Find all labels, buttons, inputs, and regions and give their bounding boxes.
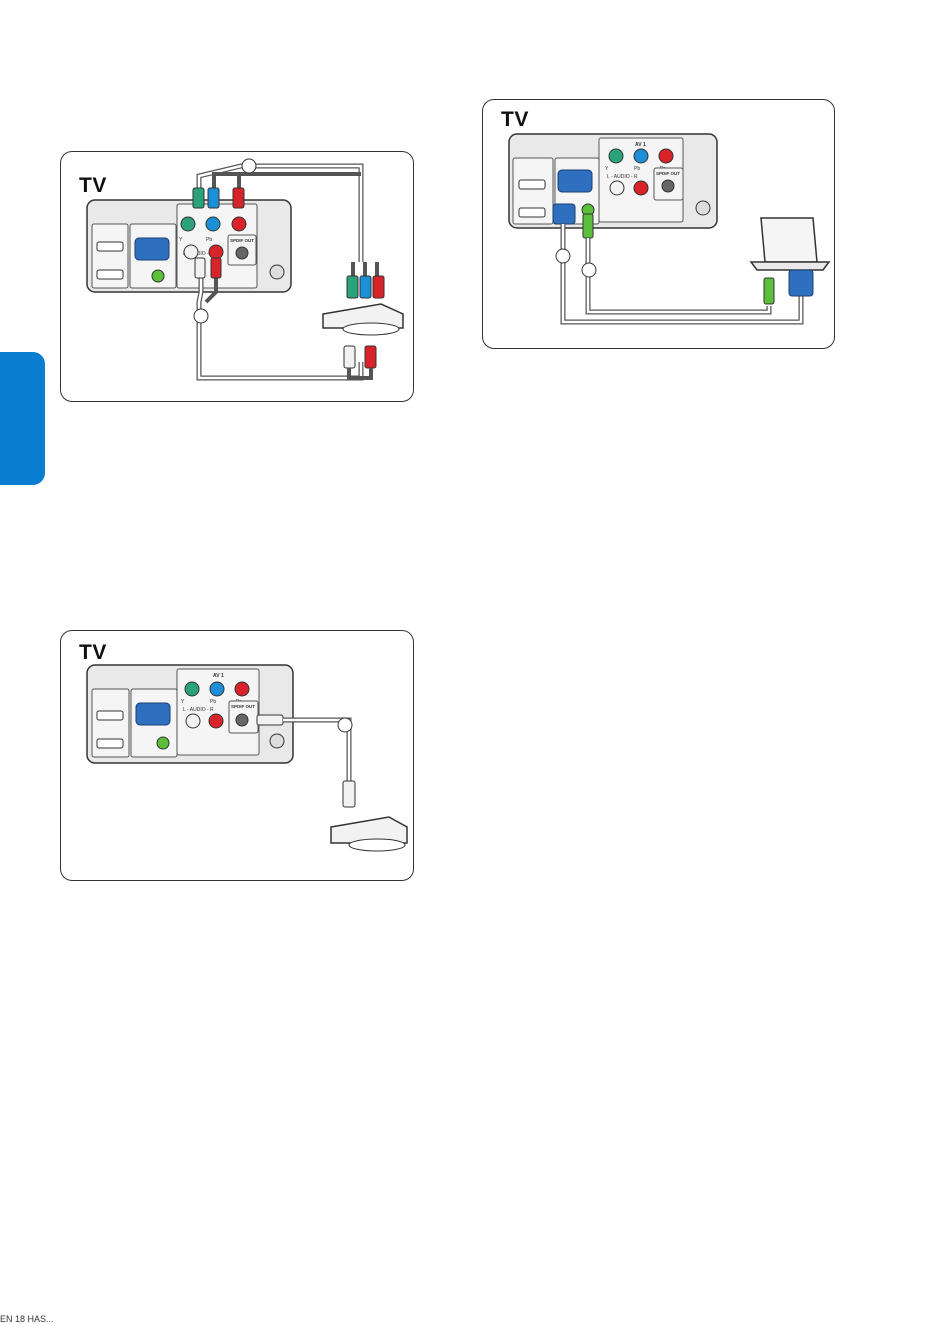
plug-y: [193, 188, 204, 208]
pb-label: Pb: [210, 699, 216, 705]
y-port: [181, 217, 195, 231]
callout-1: [556, 249, 570, 263]
callout-2: [582, 263, 596, 277]
y-port: [185, 682, 199, 696]
vga-plug: [553, 204, 575, 224]
plug-pb: [208, 188, 219, 208]
hdmi-port-2: [519, 208, 545, 217]
audio-l-port: [186, 714, 200, 728]
audio-label: L - AUDIO - R: [607, 174, 638, 180]
pr-port: [659, 149, 673, 163]
pb-label: Pb: [634, 166, 640, 172]
spdif-label: SPDIF OUT: [231, 704, 255, 709]
spdif-port: [236, 714, 248, 726]
device-spdif-plug: [343, 781, 355, 807]
laptop-vga-plug: [789, 270, 813, 296]
callout-1: [242, 159, 256, 173]
av-group-label: AV 1: [213, 673, 224, 679]
spdif-port: [662, 180, 674, 192]
pr-port: [232, 217, 246, 231]
y-port: [609, 149, 623, 163]
hdmi-port-2: [97, 739, 123, 748]
pc-audio-plug: [583, 214, 593, 238]
pb-port: [634, 149, 648, 163]
device-plug-pr: [373, 276, 384, 298]
audio-label: L - AUDIO - R: [183, 707, 214, 713]
panel-pc-connection: TV AV 1 Y Pb Pr L - AUDIO - R SPDIF OUT: [482, 99, 835, 349]
component-diagram: Y Pb Pr L - AUDIO - R SPDIF OUT: [61, 152, 415, 403]
panel-spdif-connection: TV AV 1 Y Pb Pr L - AUDIO - R SPDIF OUT: [60, 630, 414, 881]
spdif-label: SPDIF OUT: [656, 171, 680, 176]
device-plug-audio-l: [344, 346, 355, 368]
audio-r-port: [209, 714, 223, 728]
hdmi-port-1: [519, 180, 545, 189]
hdmi-port-2: [97, 270, 123, 279]
device-plug-y: [347, 276, 358, 298]
device-plug-pb: [360, 276, 371, 298]
callout-1: [338, 718, 352, 732]
vga-port: [136, 703, 170, 725]
hdmi-port-1: [97, 711, 123, 720]
callout-2: [194, 309, 208, 323]
hdmi-port-1: [97, 242, 123, 251]
section-side-tab: [0, 352, 45, 485]
audio-r-port: [634, 181, 648, 195]
plug-pr: [233, 188, 244, 208]
pc-audio-port: [157, 737, 169, 749]
footer-text: EN 18 HAS...: [0, 1314, 54, 1324]
vga-port: [558, 170, 592, 192]
audio-l-port: [610, 181, 624, 195]
antenna-port: [270, 734, 284, 748]
plug-audio-l: [195, 258, 205, 278]
pb-label: Pb: [206, 237, 212, 243]
pc-diagram: AV 1 Y Pb Pr L - AUDIO - R SPDIF OUT: [483, 100, 836, 350]
laptop-audio-plug: [764, 278, 774, 304]
pb-port: [210, 682, 224, 696]
spdif-port: [236, 247, 248, 259]
device-plug-audio-r: [365, 346, 376, 368]
panel-component-connection: TV Y Pb Pr L - AUDIO - R SPDIF OUT: [60, 151, 414, 402]
laptop: [761, 218, 817, 262]
vga-port: [135, 238, 169, 260]
spdif-diagram: AV 1 Y Pb Pr L - AUDIO - R SPDIF OUT: [61, 631, 415, 882]
spdif-plug: [257, 715, 283, 725]
plug-audio-r: [211, 258, 221, 278]
spdif-label: SPDIF OUT: [230, 238, 254, 243]
antenna-port: [696, 201, 710, 215]
antenna-port: [270, 265, 284, 279]
av-group-label: AV 1: [635, 142, 646, 148]
audio-r-port: [209, 245, 223, 259]
pc-audio-port: [152, 270, 164, 282]
audio-l-port: [184, 245, 198, 259]
pr-port: [235, 682, 249, 696]
pb-port: [206, 217, 220, 231]
